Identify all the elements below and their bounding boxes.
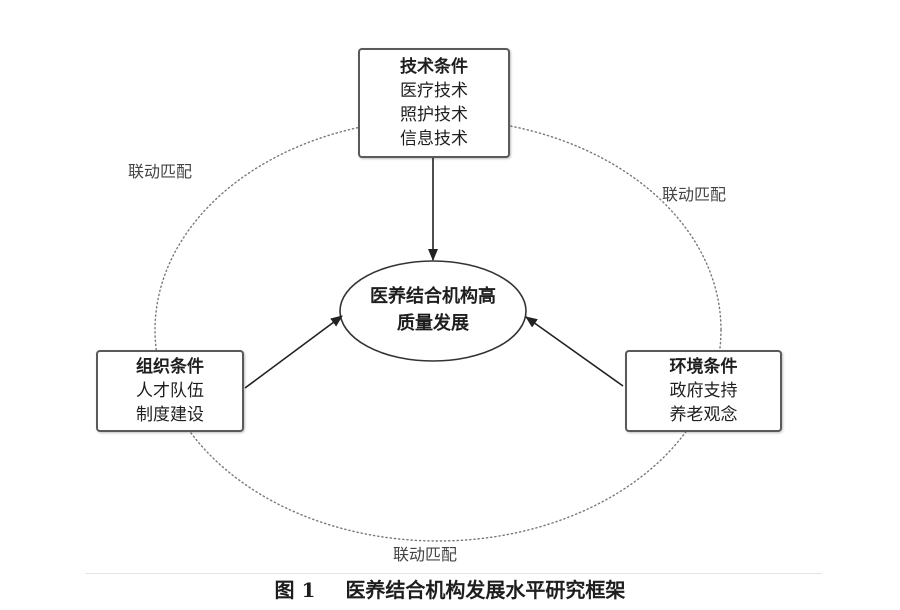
node-title: 技术条件 (400, 57, 468, 77)
caption-label: 图 1 (274, 578, 316, 602)
node-item: 制度建设 (136, 405, 204, 425)
cycle-label-bottom: 联动匹配 (393, 545, 458, 564)
node-env-conditions: 环境条件 政府支持 养老观念 (625, 350, 782, 432)
linkage-cycle-ellipse (154, 118, 722, 542)
node-org-conditions: 组织条件 人才队伍 制度建设 (96, 350, 244, 432)
node-item: 政府支持 (669, 381, 738, 401)
node-item: 信息技术 (400, 129, 468, 149)
node-tech-conditions: 技术条件 医疗技术 照护技术 信息技术 (358, 48, 510, 158)
center-node-line: 质量发展 (397, 313, 469, 334)
node-title: 组织条件 (136, 357, 204, 377)
cycle-label-right: 联动匹配 (662, 185, 727, 204)
caption-text: 医养结合机构发展水平研究框架 (345, 578, 626, 602)
cycle-label-top-left: 联动匹配 (128, 162, 193, 181)
arrow-org-to-center (244, 315, 343, 389)
node-item: 养老观念 (669, 405, 738, 425)
figure-bottom-rule (85, 573, 822, 574)
node-item: 照护技术 (400, 105, 468, 125)
figure-caption: 图 1 医养结合机构发展水平研究框架 (0, 577, 900, 603)
node-item: 医疗技术 (400, 81, 468, 101)
center-node-ellipse (339, 260, 527, 362)
center-node-line: 医养结合机构高 (370, 286, 496, 307)
node-item: 人才队伍 (136, 381, 204, 401)
node-title: 环境条件 (669, 357, 738, 377)
center-node-label: 医养结合机构高 质量发展 (340, 283, 526, 337)
arrow-env-to-center (525, 316, 624, 387)
